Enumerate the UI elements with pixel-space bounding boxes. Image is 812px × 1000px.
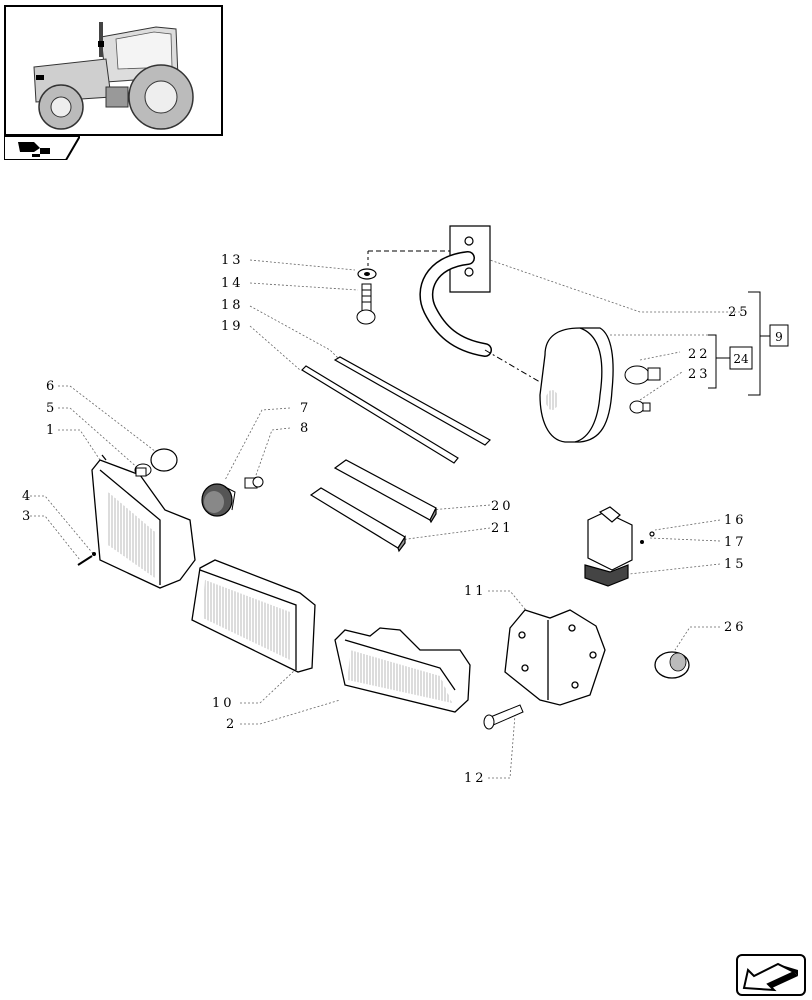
- work-lamp-7: [201, 483, 236, 517]
- strip-20: [333, 459, 437, 524]
- callout-20[interactable]: 20: [491, 499, 514, 514]
- callout-17[interactable]: 17: [724, 535, 747, 550]
- reference-brackets: [708, 291, 770, 396]
- lighting-section-icon: [18, 142, 50, 157]
- callout-15[interactable]: 15: [724, 557, 747, 572]
- callout-1[interactable]: 1: [46, 423, 57, 438]
- previous-page-arrow-icon: [742, 962, 798, 992]
- screw-3: [77, 552, 96, 566]
- tractor-overview-icon: [33, 22, 194, 130]
- headlamp-housing-right: [334, 627, 471, 713]
- callout-25[interactable]: 25: [728, 305, 751, 320]
- switch-15: [584, 506, 655, 587]
- callout-5[interactable]: 5: [46, 401, 57, 416]
- callout-8[interactable]: 8: [300, 421, 311, 436]
- callout-labels: 13 14 18 19 6 5 1 4 3 7 8 25 22 23 20 21…: [22, 253, 751, 786]
- seal-strip-18: [333, 356, 491, 446]
- bulb-5: [134, 463, 152, 477]
- rear-lamp-housing: [539, 327, 614, 443]
- leader-lines: [30, 258, 742, 779]
- ref-box-9-label: 9: [775, 330, 783, 344]
- callout-16[interactable]: 16: [724, 513, 747, 528]
- callout-19[interactable]: 19: [221, 319, 244, 334]
- callout-13[interactable]: 13: [221, 253, 244, 268]
- tractor-thumbnail: [4, 5, 223, 136]
- callout-21[interactable]: 21: [491, 521, 514, 536]
- ref-box-24[interactable]: [729, 346, 753, 370]
- bulb-22: [624, 365, 661, 385]
- callout-3[interactable]: 3: [22, 509, 33, 524]
- lens-10: [191, 559, 316, 673]
- callout-11[interactable]: 11: [464, 584, 487, 599]
- strip-21: [309, 487, 406, 553]
- callout-22[interactable]: 22: [688, 347, 711, 362]
- seal-strip-19: [301, 365, 459, 464]
- callout-4[interactable]: 4: [22, 489, 33, 504]
- bolt-12: [483, 704, 524, 730]
- bulb-23: [629, 400, 651, 414]
- bolt-14: [356, 283, 376, 325]
- ref-box-24-label: 24: [733, 352, 749, 366]
- callout-14[interactable]: 14: [221, 276, 244, 291]
- ref-box-9[interactable]: [769, 324, 789, 347]
- callout-18[interactable]: 18: [221, 298, 244, 313]
- cap-6: [150, 448, 178, 472]
- callout-12[interactable]: 12: [464, 771, 487, 786]
- mount-bracket-11: [504, 609, 606, 706]
- callout-26[interactable]: 26: [724, 620, 747, 635]
- previous-page-button[interactable]: [736, 954, 806, 996]
- callout-10[interactable]: 10: [212, 696, 235, 711]
- bulb-8: [244, 476, 264, 489]
- section-tab[interactable]: [4, 136, 80, 160]
- washer-13: [357, 268, 377, 280]
- headlamp-housing-left: [91, 454, 196, 589]
- callout-6[interactable]: 6: [46, 379, 57, 394]
- callout-2[interactable]: 2: [226, 717, 237, 732]
- plug-26: [654, 651, 690, 679]
- callout-23[interactable]: 23: [688, 367, 711, 382]
- callout-7[interactable]: 7: [300, 401, 311, 416]
